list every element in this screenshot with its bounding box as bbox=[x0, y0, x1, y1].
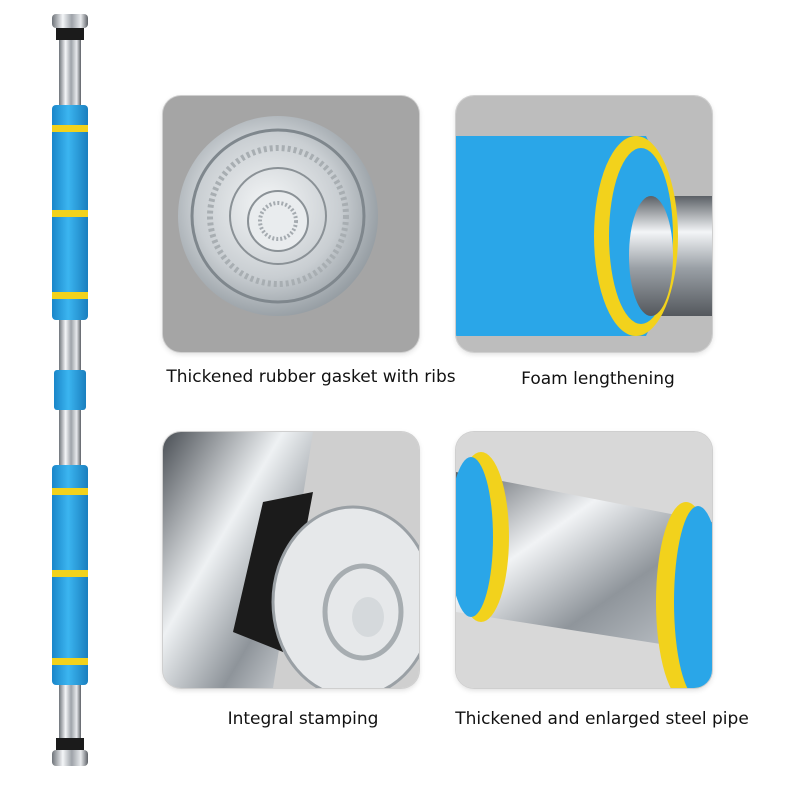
top-gasket bbox=[56, 28, 84, 40]
left-foam-end bbox=[456, 457, 493, 617]
steel-pipe bbox=[456, 472, 712, 652]
right-foam-end bbox=[674, 506, 712, 688]
black-gasket-ring bbox=[233, 492, 313, 652]
bottom-cap bbox=[52, 750, 88, 766]
stamping-caption: Integral stamping bbox=[227, 709, 379, 729]
gasket-caption: Thickened rubber gasket with ribs bbox=[166, 367, 456, 387]
stamped-end-cap bbox=[271, 505, 419, 688]
pipe-closeup-panel bbox=[456, 432, 712, 688]
pull-up-bar-image bbox=[30, 10, 110, 790]
bottom-gasket bbox=[56, 738, 84, 750]
foam-caption: Foam lengthening bbox=[521, 369, 675, 389]
stamping-closeup-panel bbox=[163, 432, 419, 688]
middle-foam-band bbox=[54, 370, 86, 410]
top-cap bbox=[52, 14, 88, 28]
pipe-caption: Thickened and enlarged steel pipe bbox=[455, 709, 749, 729]
foam-closeup-panel bbox=[456, 96, 712, 352]
gasket-closeup-panel bbox=[163, 96, 419, 352]
